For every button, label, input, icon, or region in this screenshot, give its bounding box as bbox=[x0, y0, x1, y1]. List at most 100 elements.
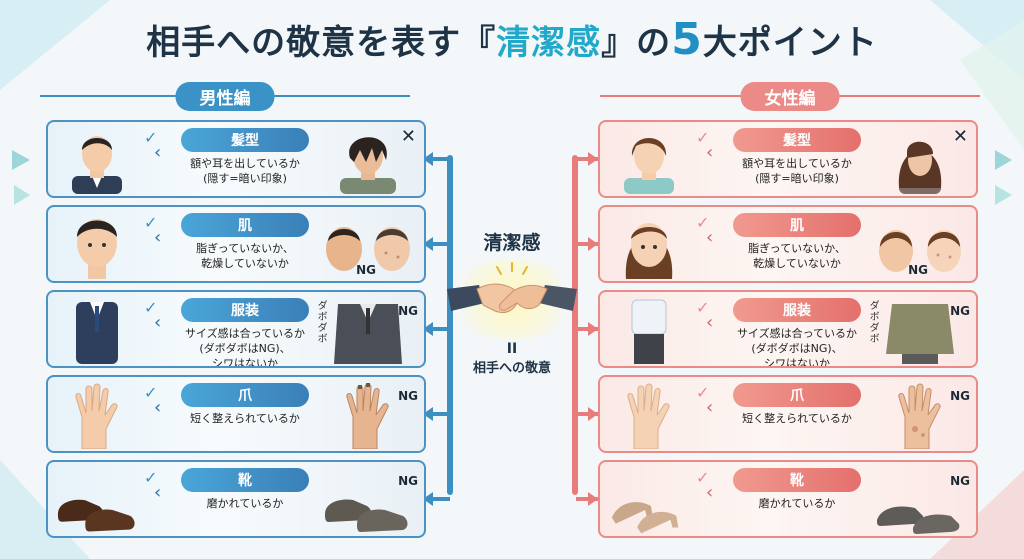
point-label-hair: 髪型 bbox=[181, 128, 309, 152]
check-icon: ✓ bbox=[144, 128, 158, 147]
point-label-nails: 爪 bbox=[181, 383, 309, 407]
arrow-left-icon bbox=[423, 407, 433, 421]
arrow-left-icon bbox=[423, 237, 433, 251]
female-card-shoes: ✓ ‹ 靴 磨かれているか NG bbox=[598, 460, 978, 538]
point-text: 服装 サイズ感は合っているか (ダボダボはNG)、 シワはないか bbox=[170, 298, 320, 368]
arrow-left-icon bbox=[423, 322, 433, 336]
point-text: 靴 磨かれているか bbox=[170, 468, 320, 511]
title-highlight: 清潔感 bbox=[496, 23, 602, 63]
point-text: 髪型 額や耳を出しているか (隠す=暗い印象) bbox=[170, 128, 320, 186]
female-bad-clothes-illustration bbox=[872, 296, 968, 364]
male-link-3 bbox=[426, 327, 450, 331]
ng-mark: NG bbox=[356, 263, 376, 277]
male-card-skin: ✓ ‹ 肌 脂ぎっていないか、 乾燥していないか NG bbox=[46, 205, 426, 283]
arrow-right-icon bbox=[588, 492, 598, 506]
arrow-right-icon bbox=[588, 322, 598, 336]
equals-sign: II bbox=[506, 341, 518, 357]
check-icon: ✓ bbox=[696, 298, 710, 317]
point-text: 爪 短く整えられているか bbox=[722, 383, 872, 426]
ng-mark: NG bbox=[950, 304, 970, 318]
female-good-shoes-illustration bbox=[608, 466, 690, 534]
female-card-clothes: ✓ ‹ 服装 サイズ感は合っているか (ダボダボはNG)、 シワはないか ダボダ… bbox=[598, 290, 978, 368]
check-icon: ✓ bbox=[696, 468, 710, 487]
male-good-hair-illustration bbox=[56, 126, 138, 194]
title-part3: 大ポイント bbox=[702, 23, 878, 63]
ng-mark: NG bbox=[950, 474, 970, 488]
point-desc-skin: 脂ぎっていないか、 乾燥していないか bbox=[748, 242, 846, 270]
point-label-shoes: 靴 bbox=[181, 468, 309, 492]
arrow-right-icon bbox=[588, 152, 598, 166]
point-desc-shoes: 磨かれているか bbox=[758, 497, 836, 510]
chevron-left-icon: ‹ bbox=[706, 142, 714, 163]
male-good-hand-illustration bbox=[56, 381, 138, 449]
title-part2: 』の bbox=[601, 23, 672, 63]
ng-mark: NG bbox=[398, 389, 418, 403]
male-card-clothes: ✓ ‹ 服装 サイズ感は合っているか (ダボダボはNG)、 シワはないか ダボダ… bbox=[46, 290, 426, 368]
chevron-left-icon: ‹ bbox=[154, 142, 162, 163]
female-card-hair: ✓ ‹ 髪型 額や耳を出しているか (隠す=暗い印象) ✕ bbox=[598, 120, 978, 198]
point-text: 服装 サイズ感は合っているか (ダボダボはNG)、 シワはないか bbox=[722, 298, 872, 368]
female-card-skin: ✓ ‹ 肌 脂ぎっていないか、 乾燥していないか NG bbox=[598, 205, 978, 283]
baggy-note: ダボダボ bbox=[867, 300, 878, 344]
ng-mark: NG bbox=[398, 304, 418, 318]
arrow-left-icon bbox=[423, 492, 433, 506]
female-bad-hair-illustration bbox=[872, 126, 968, 194]
handshake-icon bbox=[447, 259, 577, 339]
arrow-left-icon bbox=[423, 152, 433, 166]
male-bad-skin-illustration bbox=[320, 211, 416, 279]
ng-mark: NG bbox=[950, 389, 970, 403]
point-label-hair: 髪型 bbox=[733, 128, 861, 152]
check-icon: ✓ bbox=[696, 213, 710, 232]
female-good-clothes-illustration bbox=[608, 296, 690, 364]
check-icon: ✓ bbox=[144, 213, 158, 232]
point-text: 爪 短く整えられているか bbox=[170, 383, 320, 426]
point-label-skin: 肌 bbox=[733, 213, 861, 237]
center-keyword: 清潔感 bbox=[483, 232, 541, 254]
male-link-2 bbox=[426, 242, 450, 246]
male-good-skin-illustration bbox=[56, 211, 138, 279]
chevron-left-icon: ‹ bbox=[154, 397, 162, 418]
chevron-left-icon: ‹ bbox=[154, 482, 162, 503]
male-good-clothes-illustration bbox=[56, 296, 138, 364]
male-bad-shoes-illustration bbox=[320, 466, 416, 534]
center-message: 清潔感 II 相手への敬意 bbox=[440, 228, 584, 376]
point-desc-shoes: 磨かれているか bbox=[206, 497, 284, 510]
page-title: 相手への敬意を表す『清潔感』の5大ポイント bbox=[0, 14, 1024, 65]
baggy-note: ダボダボ bbox=[315, 300, 326, 344]
cross-icon: ✕ bbox=[952, 126, 968, 147]
female-section-label: 女性編 bbox=[740, 82, 840, 111]
check-icon: ✓ bbox=[144, 298, 158, 317]
female-card-nails: ✓ ‹ 爪 短く整えられているか NG bbox=[598, 375, 978, 453]
ng-mark: NG bbox=[908, 263, 928, 277]
female-bad-shoes-illustration bbox=[872, 466, 968, 534]
male-link-1 bbox=[426, 157, 450, 161]
male-link-4 bbox=[426, 412, 450, 416]
chevron-left-icon: ‹ bbox=[706, 397, 714, 418]
point-text: 肌 脂ぎっていないか、 乾燥していないか bbox=[170, 213, 320, 271]
male-good-shoes-illustration bbox=[56, 466, 138, 534]
point-label-nails: 爪 bbox=[733, 383, 861, 407]
point-label-clothes: 服装 bbox=[181, 298, 309, 322]
point-desc-hair: 額や耳を出しているか (隠す=暗い印象) bbox=[742, 157, 852, 185]
male-card-hair: ✓ ‹ 髪型 額や耳を出しているか (隠す=暗い印象) ✕ bbox=[46, 120, 426, 198]
male-bad-hand-illustration bbox=[320, 381, 416, 449]
chevron-left-icon: ‹ bbox=[706, 312, 714, 333]
female-section-header: 女性編 bbox=[600, 82, 980, 111]
check-icon: ✓ bbox=[144, 383, 158, 402]
male-card-nails: ✓ ‹ 爪 短く整えられているか NG bbox=[46, 375, 426, 453]
chevron-left-icon: ‹ bbox=[154, 227, 162, 248]
point-desc-skin: 脂ぎっていないか、 乾燥していないか bbox=[196, 242, 294, 270]
arrow-right-icon bbox=[588, 407, 598, 421]
male-link-5 bbox=[426, 497, 450, 501]
point-desc-clothes: サイズ感は合っているか (ダボダボはNG)、 シワはないか bbox=[736, 327, 858, 368]
point-text: 髪型 額や耳を出しているか (隠す=暗い印象) bbox=[722, 128, 872, 186]
male-connector-line bbox=[447, 155, 453, 495]
male-card-shoes: ✓ ‹ 靴 磨かれているか NG bbox=[46, 460, 426, 538]
point-label-skin: 肌 bbox=[181, 213, 309, 237]
point-label-shoes: 靴 bbox=[733, 468, 861, 492]
chevron-left-icon: ‹ bbox=[706, 482, 714, 503]
point-desc-clothes: サイズ感は合っているか (ダボダボはNG)、 シワはないか bbox=[184, 327, 306, 368]
center-respect-text: 相手への敬意 bbox=[472, 361, 551, 376]
point-text: 肌 脂ぎっていないか、 乾燥していないか bbox=[722, 213, 872, 271]
male-section-header: 男性編 bbox=[40, 82, 410, 111]
